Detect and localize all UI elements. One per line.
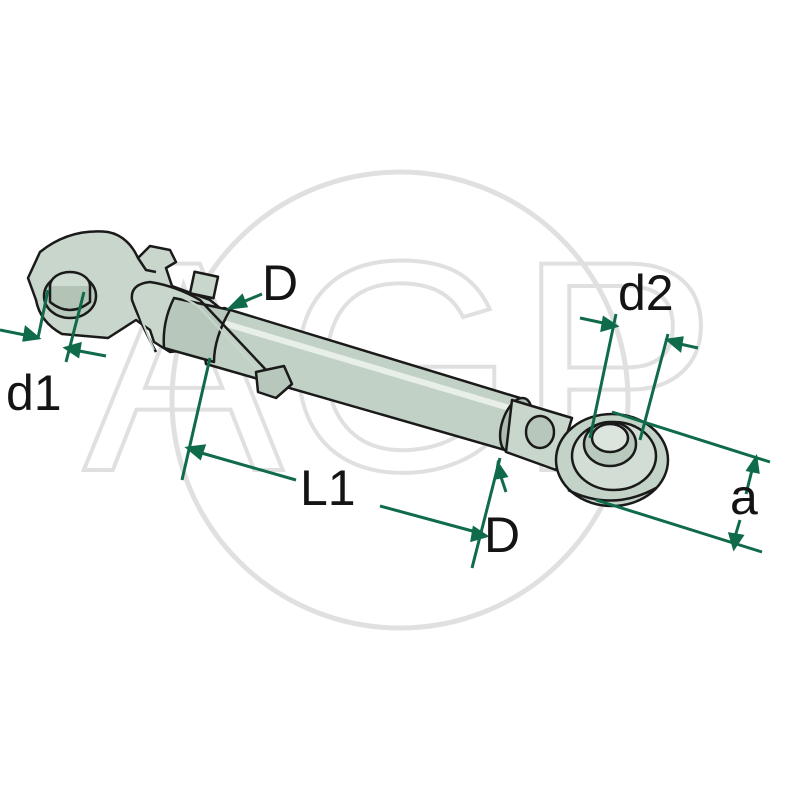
label-L1: L1 — [300, 460, 356, 516]
label-D-bottom: D — [484, 507, 520, 563]
neck-collar — [524, 414, 556, 450]
locking-clip — [130, 280, 278, 389]
dim-d1 — [0, 289, 107, 363]
dimension-lines — [0, 289, 771, 569]
label-d2: d2 — [618, 265, 674, 321]
label-D-top: D — [262, 255, 298, 311]
hook-slot — [136, 257, 157, 274]
clip-nut — [254, 364, 294, 400]
dim-D-bottom — [494, 459, 509, 493]
dimension-labels: d1 D L1 D d2 a — [6, 255, 758, 563]
watermark-circle — [169, 169, 631, 631]
locking-clip-inner — [135, 287, 265, 377]
right-ball-eye — [554, 412, 670, 508]
dim-a — [595, 410, 771, 554]
dim-L1 — [180, 357, 502, 569]
tube-highlight — [219, 319, 517, 413]
label-d1: d1 — [6, 365, 62, 421]
clip-retainer — [188, 270, 220, 300]
dim-D-top — [225, 292, 263, 311]
left-eye — [42, 270, 98, 320]
top-link-part — [26, 230, 670, 508]
label-a: a — [730, 469, 758, 525]
